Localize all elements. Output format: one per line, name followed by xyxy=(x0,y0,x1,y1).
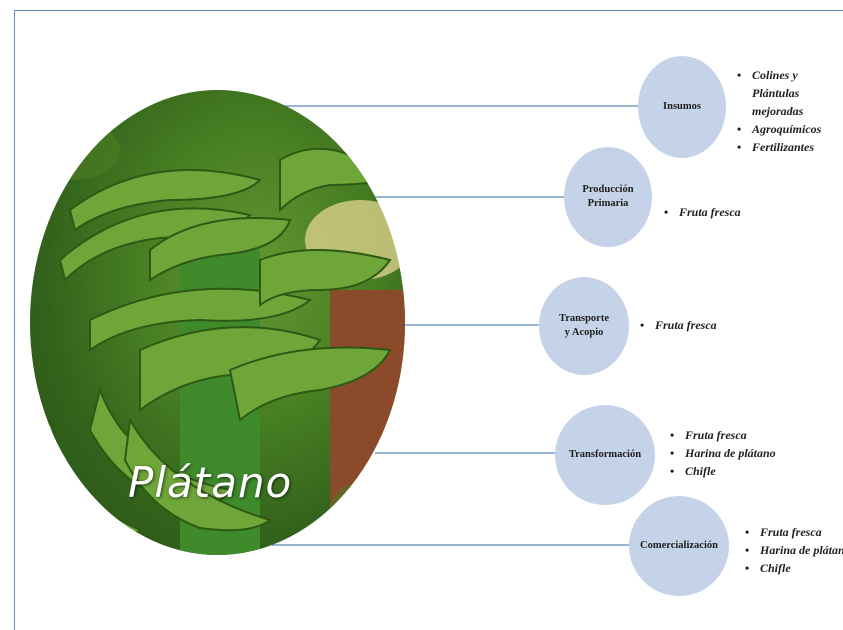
list-item: Fruta fresca xyxy=(664,203,741,221)
list-item: Fruta fresca xyxy=(670,426,776,444)
stage-items-comercializacion: Fruta fresca Harina de plátano Chifle xyxy=(745,523,843,577)
list-item: Chifle xyxy=(745,559,843,577)
stage-label: Transporte y Acopio xyxy=(559,312,609,340)
stage-label-line: Producción xyxy=(582,184,634,195)
stage-label-line: Transporte xyxy=(559,313,609,324)
stage-label-line: Primaria xyxy=(587,198,629,209)
stage-label-line: y Acopio xyxy=(564,327,604,338)
stage-label: Transformación xyxy=(569,448,641,462)
stage-node-insumos: Insumos xyxy=(638,56,726,158)
list-item: Harina de plátano xyxy=(670,444,776,462)
stage-label-line: Transformación xyxy=(568,449,642,460)
banana-bunch-illustration xyxy=(30,90,405,555)
stage-label: Comercialización xyxy=(640,539,718,553)
stage-items-transporte-acopio: Fruta fresca xyxy=(640,316,717,334)
stage-node-transformacion: Transformación xyxy=(555,405,655,505)
list-item: Harina de plátano xyxy=(745,541,843,559)
list-item: Fruta fresca xyxy=(745,523,843,541)
banana-photo xyxy=(30,90,405,555)
list-item: Chifle xyxy=(670,462,776,480)
stage-node-produccion-primaria: Producción Primaria xyxy=(564,147,652,247)
stage-items-transformacion: Fruta fresca Harina de plátano Chifle xyxy=(670,426,776,480)
stage-items-produccion-primaria: Fruta fresca xyxy=(664,203,741,221)
stage-label: Insumos xyxy=(663,100,701,114)
list-item: Fruta fresca xyxy=(640,316,717,334)
crop-title: Plátano xyxy=(128,458,293,507)
stage-label-line: Insumos xyxy=(663,101,701,112)
list-item: Fertilizantes xyxy=(737,138,843,156)
stage-label: Producción Primaria xyxy=(582,183,633,211)
diagram-frame xyxy=(14,10,843,630)
list-item: Agroquímicos xyxy=(737,120,843,138)
stage-node-transporte-acopio: Transporte y Acopio xyxy=(539,277,629,375)
stage-label-line: Comercialización xyxy=(640,540,718,551)
stage-node-comercializacion: Comercialización xyxy=(629,496,729,596)
